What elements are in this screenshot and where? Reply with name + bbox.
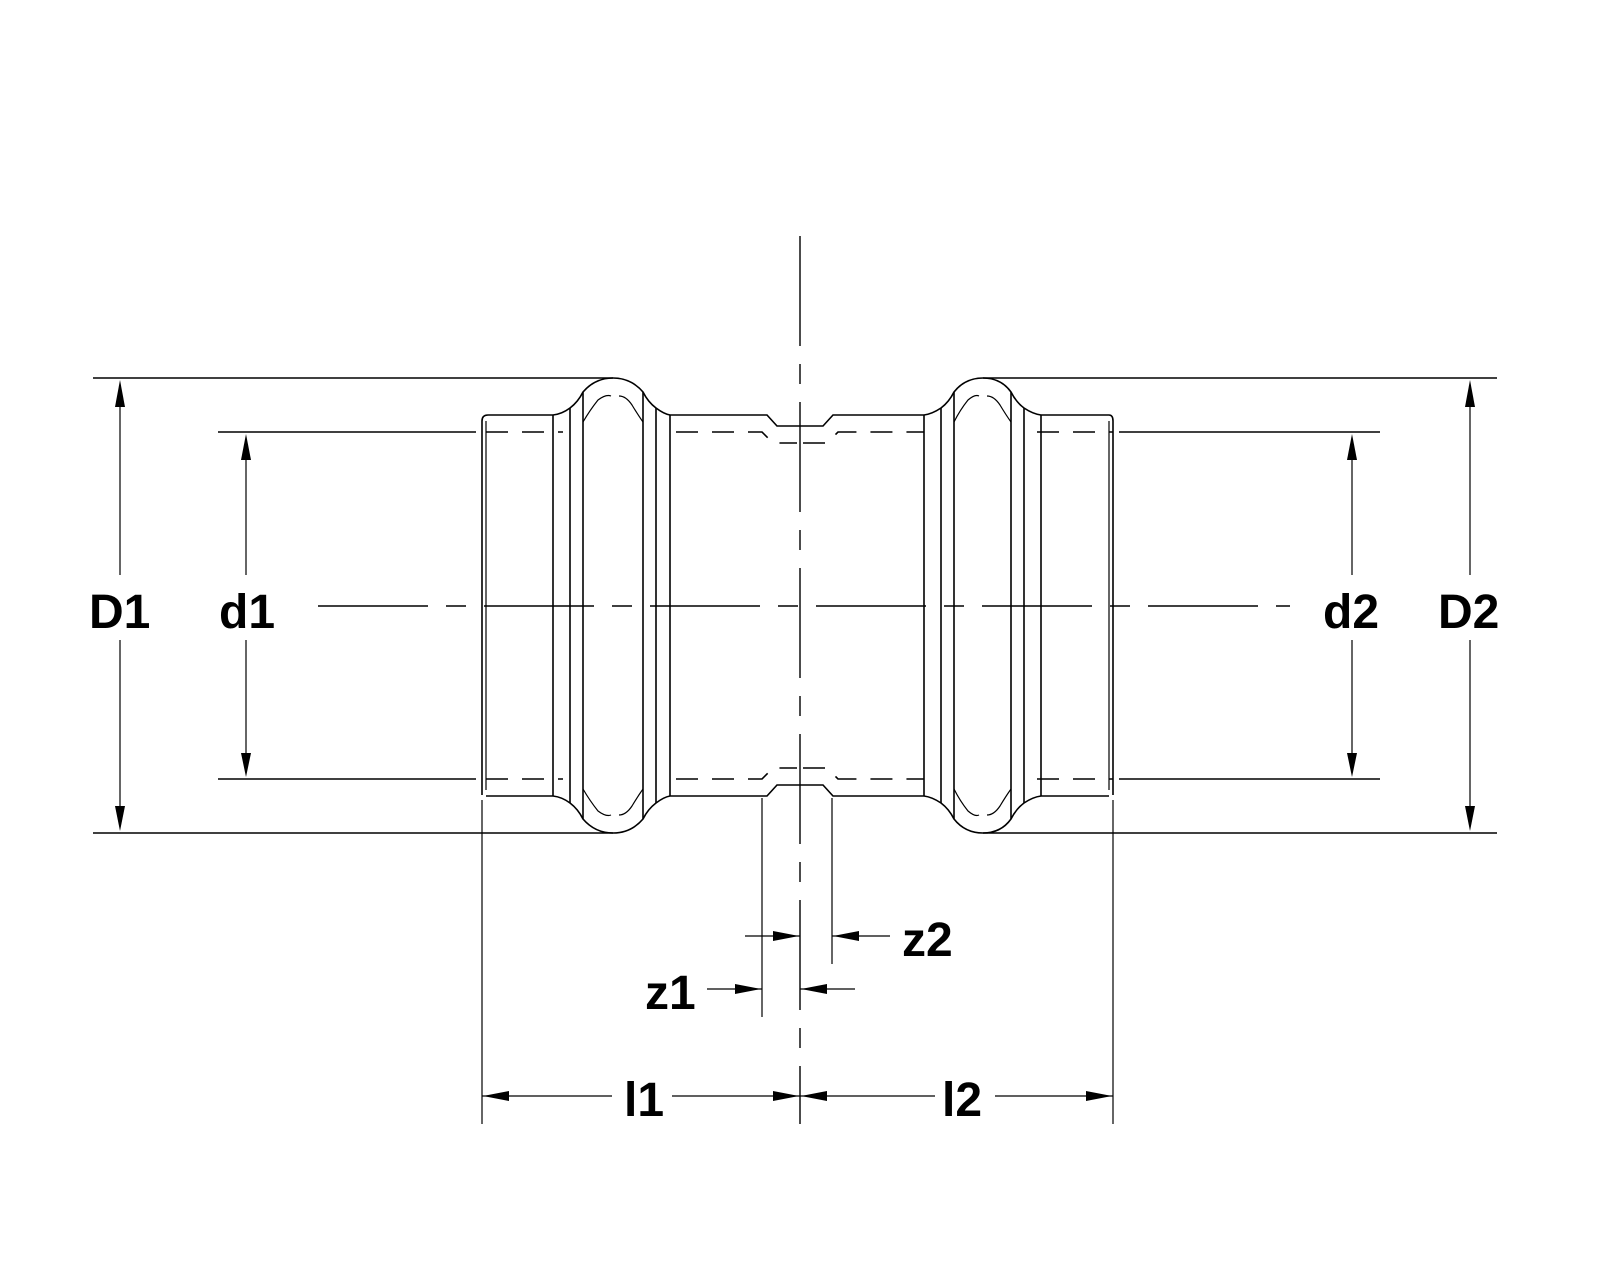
middle-top-outer: [670, 414, 924, 427]
inner-top-right: [803, 431, 924, 444]
dimension-d1: d1: [219, 434, 275, 777]
inner-top-left: [676, 431, 797, 444]
center-lines: [318, 236, 1290, 1124]
inner-bottom-left: [676, 767, 797, 780]
right-bead-bottom-inner: [953, 788, 1012, 817]
left-end-outline: [481, 414, 553, 795]
left-bead-bottom-inner: [582, 788, 644, 817]
right-bead-top-inner: [953, 394, 1012, 423]
dimension-D1: D1: [89, 380, 150, 831]
dimension-l1: l1: [482, 1074, 800, 1127]
dimension-l2: l2: [800, 1074, 1113, 1127]
inner-bottom-right: [803, 767, 924, 780]
dimension-z1: z1: [645, 967, 855, 1020]
label-z2: z2: [902, 914, 953, 967]
middle-bottom-outer: [670, 784, 924, 797]
left-bead-top-inner: [582, 394, 644, 423]
extension-lines: [93, 377, 1497, 1124]
dimension-d2: d2: [1323, 434, 1379, 777]
label-D1: D1: [89, 586, 150, 639]
label-d1: d1: [219, 586, 275, 639]
label-d2: d2: [1323, 586, 1379, 639]
label-l1: l1: [624, 1074, 664, 1127]
right-end-outline: [1041, 414, 1114, 795]
label-l2: l2: [942, 1074, 982, 1127]
dimension-z2: z2: [745, 914, 953, 967]
dimension-D2: D2: [1438, 380, 1499, 831]
label-D2: D2: [1438, 586, 1499, 639]
coupling-body: [481, 377, 1114, 834]
label-z1: z1: [645, 967, 696, 1020]
